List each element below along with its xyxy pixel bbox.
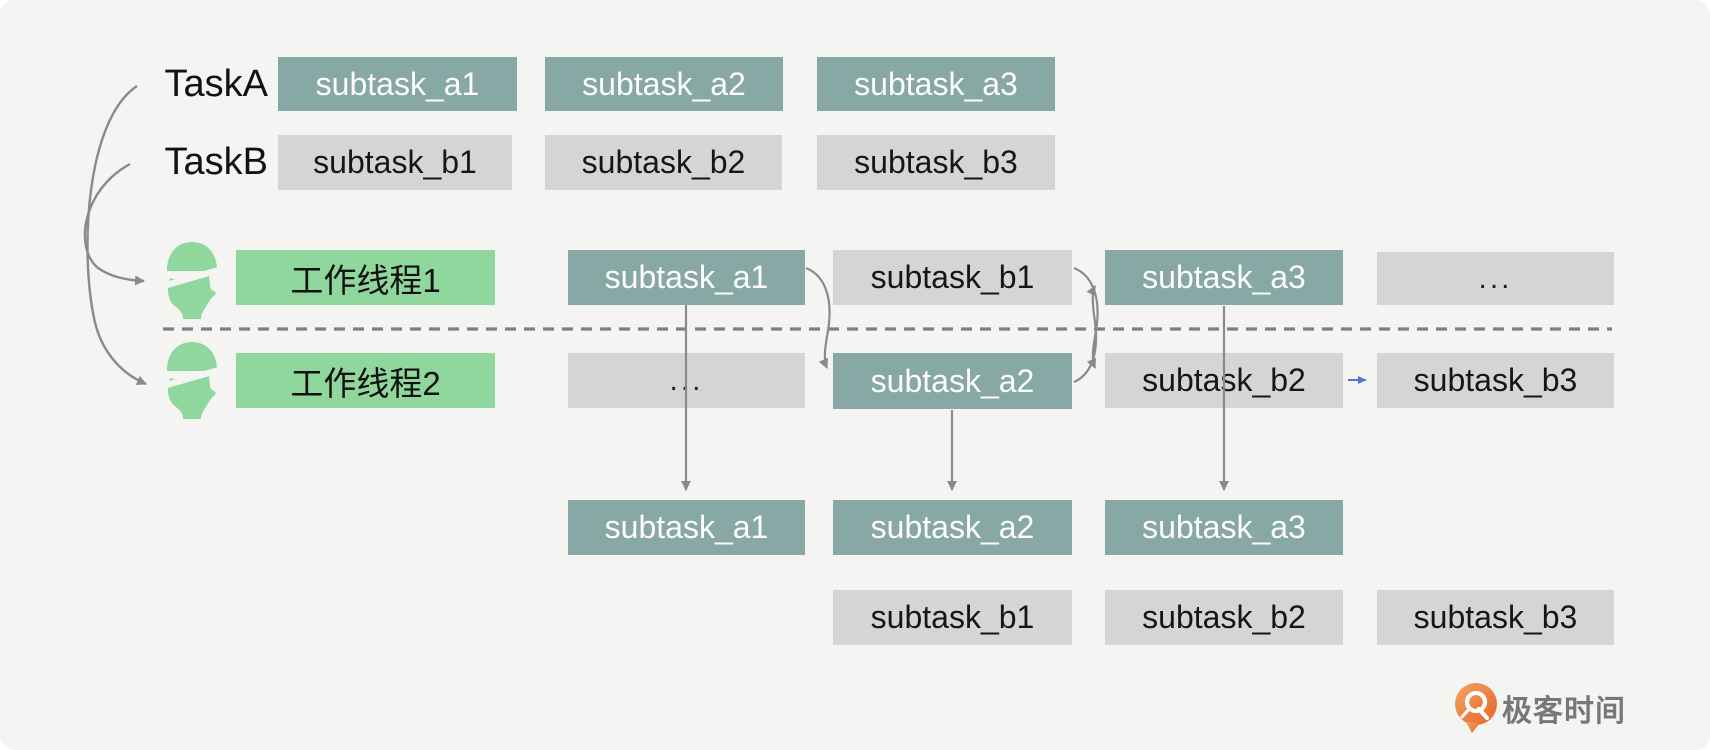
box-label: subtask_b1: [313, 144, 477, 180]
box-label: ...: [669, 363, 704, 397]
thread2-label-box: 工作线程2: [236, 353, 495, 408]
task-b-label-text: TaskB: [164, 140, 268, 183]
thread2-slot1-box: ...: [568, 353, 805, 408]
task-b-label: TaskB: [120, 138, 268, 186]
thread2-slot4-box: subtask_b3: [1377, 353, 1614, 408]
box-label: subtask_b1: [870, 599, 1035, 635]
box-label: subtask_b1: [870, 259, 1035, 295]
worker2-icon: [162, 342, 220, 419]
box-label: subtask_b2: [581, 144, 746, 180]
box-label: ...: [1478, 261, 1513, 295]
task-a-subtask1-box: subtask_a1: [278, 57, 517, 111]
arrow-taska-to-worker2: [86, 85, 147, 386]
task-a-label-text: TaskA: [164, 62, 268, 105]
thread2-slot2-box: subtask_a2: [833, 353, 1072, 409]
box-label: subtask_a3: [854, 65, 1018, 102]
completed-a3-box: subtask_a3: [1105, 500, 1343, 555]
completed-a2-box: subtask_a2: [833, 500, 1072, 555]
thread1-slot2-box: subtask_b1: [833, 250, 1072, 305]
arrow-a1-to-a2: [805, 266, 831, 369]
thread-label: 工作线程2: [290, 364, 441, 402]
box-label: subtask_b2: [1142, 362, 1306, 398]
task-b-subtask2-box: subtask_b2: [545, 135, 782, 190]
box-label: subtask_a3: [1142, 509, 1306, 545]
thread-label: 工作线程1: [290, 261, 441, 299]
worker1-icon: [162, 242, 220, 319]
thread1-slot1-box: subtask_a1: [568, 250, 805, 305]
completed-a1-box: subtask_a1: [568, 500, 805, 555]
box-label: subtask_b3: [1413, 362, 1578, 398]
task-a-subtask3-box: subtask_a3: [817, 57, 1055, 111]
box-label: subtask_b3: [1413, 599, 1578, 635]
completed-b2-box: subtask_b2: [1105, 590, 1343, 645]
geektime-logo-icon: [1455, 683, 1497, 733]
box-label: subtask_a1: [604, 509, 769, 545]
arrow-b1-to-b2: [1073, 266, 1099, 369]
thread1-slot3-box: subtask_a3: [1105, 250, 1343, 305]
task-a-label: TaskA: [120, 60, 268, 108]
box-label: subtask_a2: [582, 65, 746, 102]
task-b-subtask3-box: subtask_b3: [817, 135, 1055, 190]
arrow-a2-to-a3: [1073, 285, 1098, 384]
task-a-subtask2-box: subtask_a2: [545, 57, 783, 111]
thread1-label-box: 工作线程1: [236, 250, 495, 305]
thread2-slot3-box: subtask_b2: [1105, 353, 1343, 408]
completed-b3-box: subtask_b3: [1377, 590, 1614, 645]
box-label: subtask_a2: [870, 362, 1035, 399]
box-label: subtask_a1: [315, 65, 480, 102]
box-label: subtask_a3: [1142, 259, 1306, 295]
box-label: subtask_a1: [604, 259, 769, 295]
thread1-slot4-box: ...: [1377, 252, 1614, 305]
geektime-logo-text: 极客时间: [1502, 695, 1626, 728]
completed-b1-box: subtask_b1: [833, 590, 1072, 645]
box-label: subtask_b3: [854, 144, 1018, 180]
box-label: subtask_a2: [870, 509, 1035, 545]
task-b-subtask1-box: subtask_b1: [278, 135, 512, 190]
box-label: subtask_b2: [1142, 599, 1306, 635]
